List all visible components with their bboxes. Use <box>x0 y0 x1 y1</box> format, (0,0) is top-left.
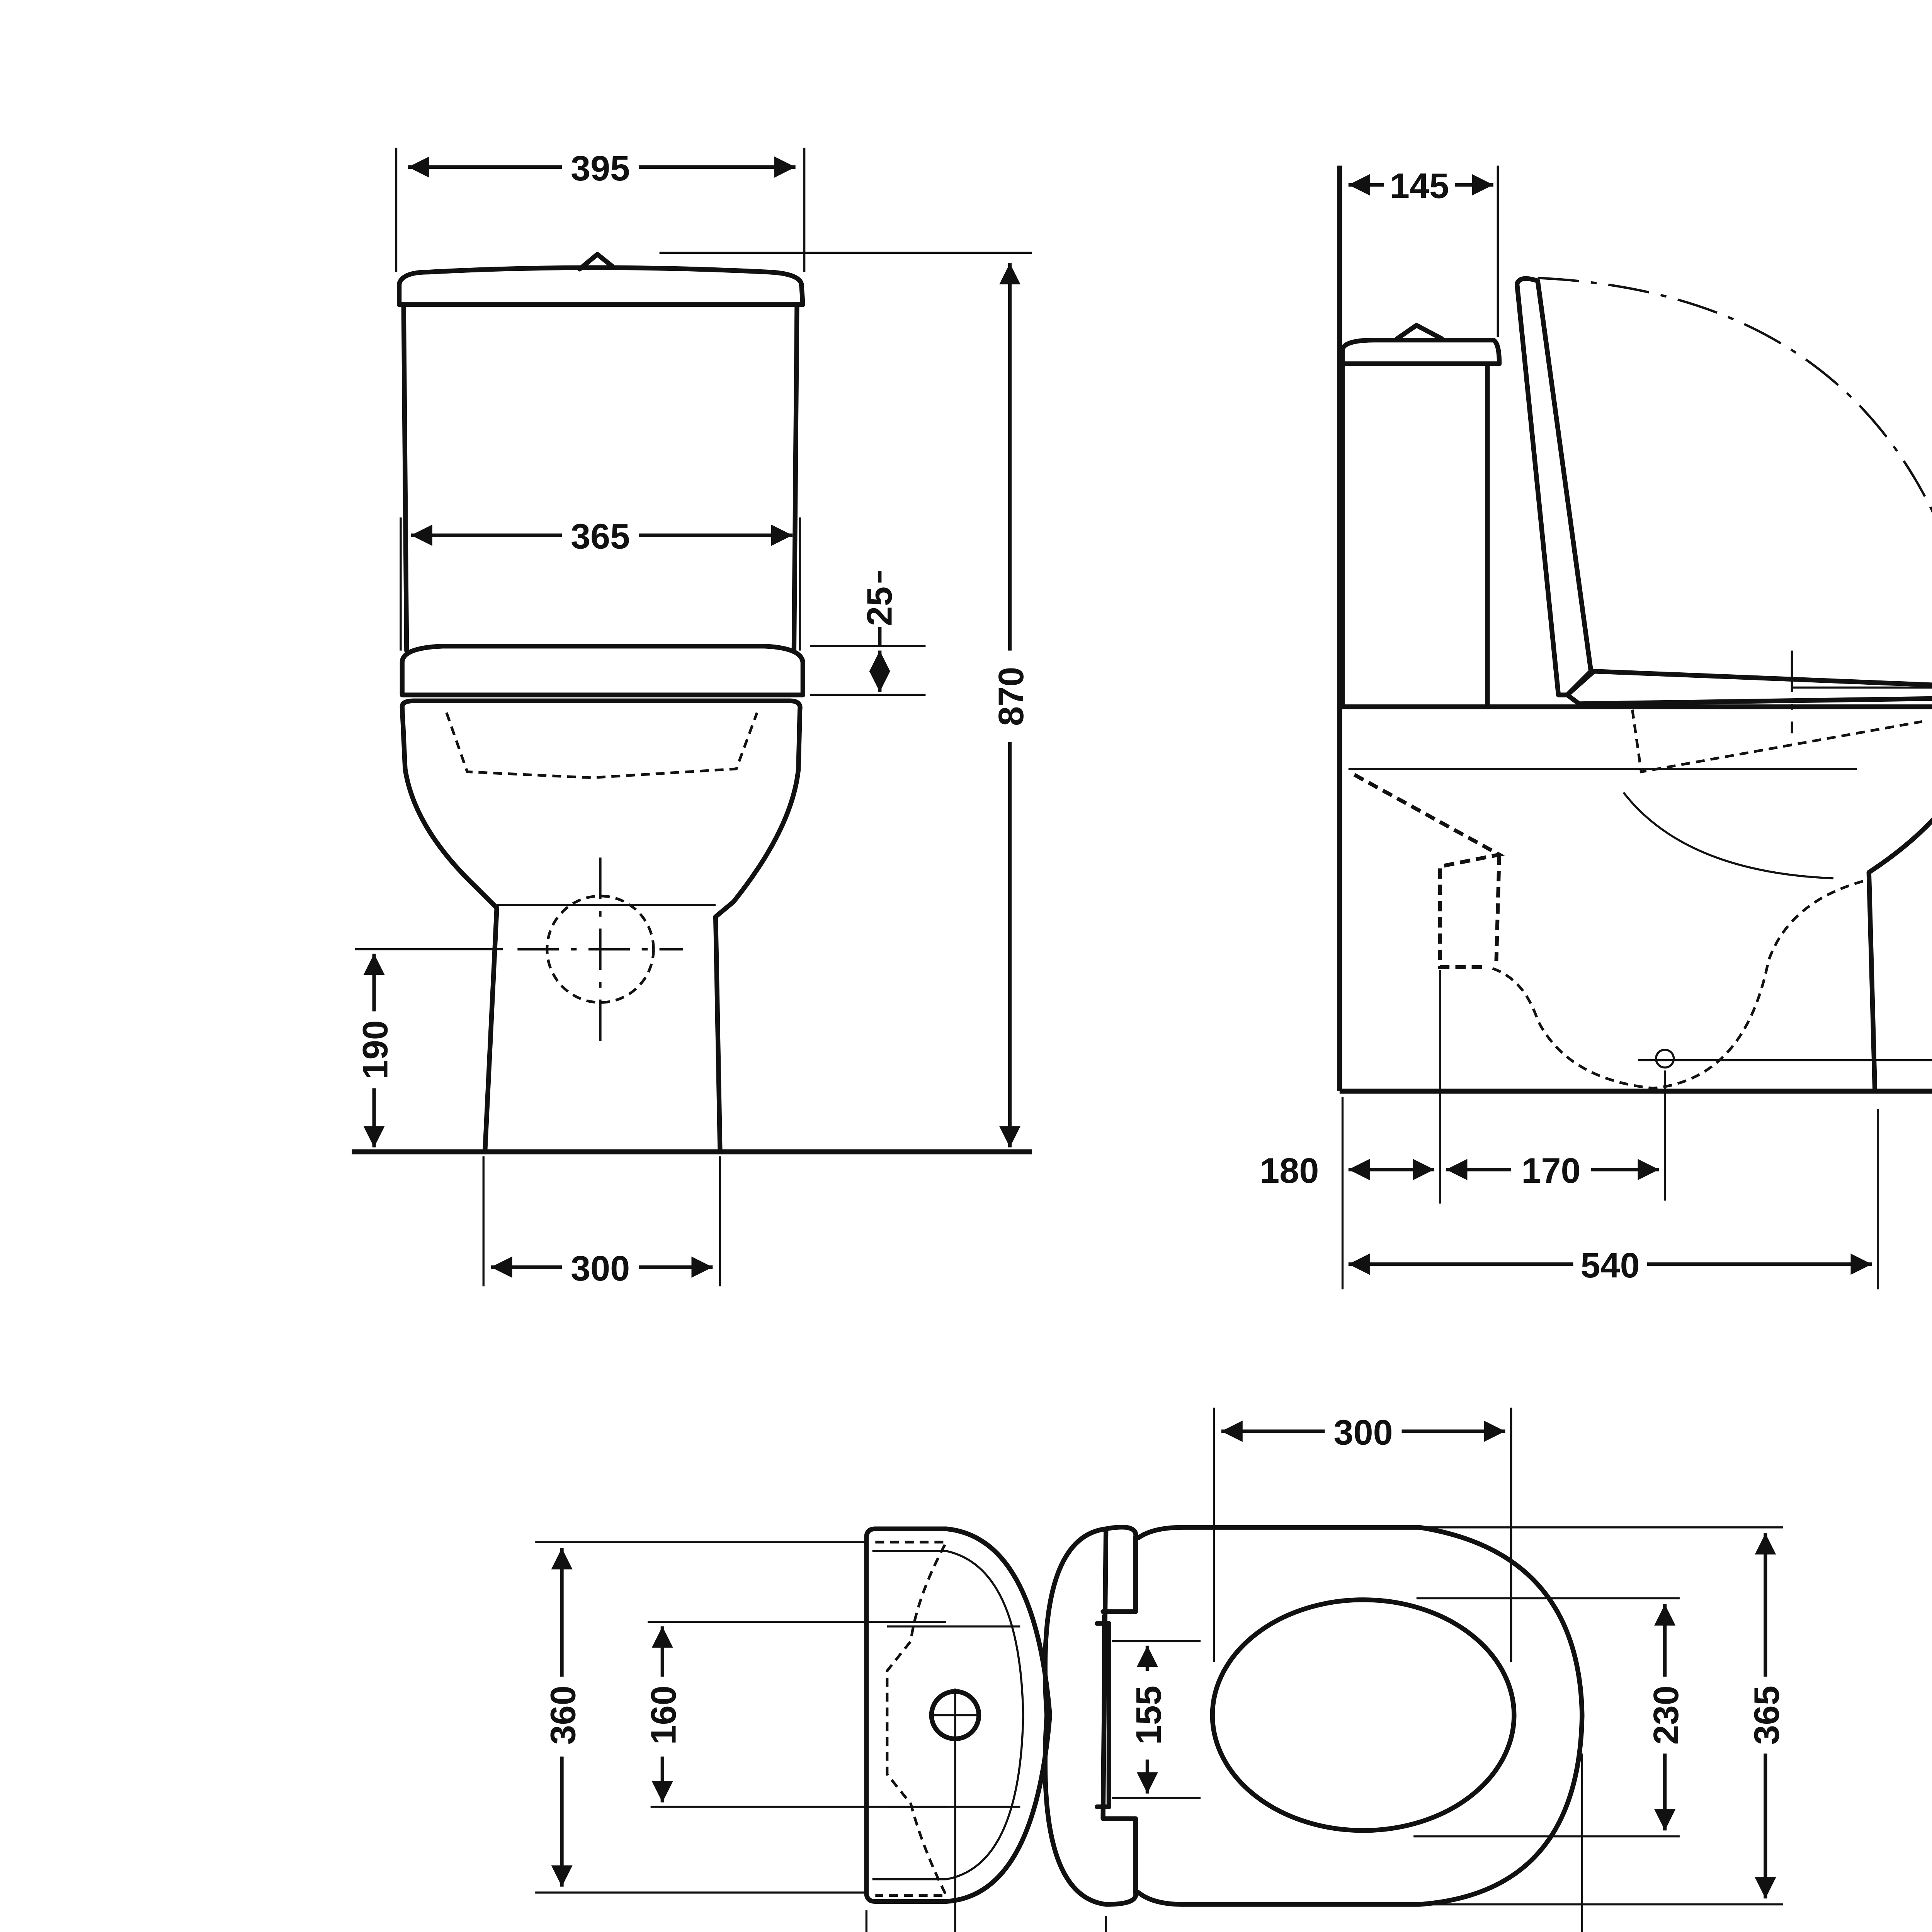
dim-plan-300: 300 <box>1333 1413 1393 1452</box>
seat-hinge-outline <box>1043 1525 1138 1907</box>
waste-pipe-hidden <box>1353 773 1505 969</box>
outlet-center-marker <box>1655 1049 1675 1069</box>
dim-front-870: 870 <box>992 667 1031 726</box>
tank-side-outline <box>1340 337 1502 709</box>
tank-hidden-outline <box>875 1541 949 1897</box>
side-elevation-view: 145 15 435 45 180 170 540 <box>1260 165 1932 1289</box>
dim-plan-160: 160 <box>644 1685 684 1745</box>
dim-front-395: 395 <box>571 149 630 188</box>
waste-centerline <box>517 857 683 1044</box>
dim-side-170: 170 <box>1521 1151 1580 1190</box>
bowl-outline <box>400 698 803 1154</box>
seat-opening <box>1210 1597 1517 1833</box>
dim-plan-360: 360 <box>544 1685 583 1745</box>
seat-outline <box>400 644 805 697</box>
bowl-trap-hidden <box>445 712 759 779</box>
dim-front-190: 190 <box>356 1020 395 1079</box>
flush-button <box>577 252 615 272</box>
tank-inner-outline <box>872 1550 1024 1881</box>
tank-lid-outline <box>397 265 805 307</box>
flush-button-side <box>1395 323 1444 341</box>
tank-body-outline <box>401 302 799 653</box>
dim-plan-230: 230 <box>1646 1685 1686 1745</box>
plan-view: 300 360 160 155 230 365 70 <box>535 1407 1786 1932</box>
bowl-inner-line <box>1348 768 1857 879</box>
trap-hidden <box>1487 709 1923 1090</box>
dim-plan-155: 155 <box>1129 1685 1168 1745</box>
lid-swing-arc <box>1537 277 1932 513</box>
bowl-side-outline <box>1337 704 1932 1091</box>
bowl-plan-outline <box>1136 1525 1585 1907</box>
dim-side-145: 145 <box>1390 167 1449 206</box>
dim-side-180: 180 <box>1260 1151 1319 1190</box>
tank-plan-outline <box>864 1526 1052 1904</box>
lid-raised-outline <box>1514 276 1594 697</box>
dim-plan-365: 365 <box>1747 1685 1786 1745</box>
dim-front-365: 365 <box>571 517 630 556</box>
dim-side-540: 540 <box>1580 1246 1639 1285</box>
dim-front-25: 25 <box>860 587 899 626</box>
dim-front-300: 300 <box>571 1249 630 1288</box>
front-elevation-view: 395 365 25 870 190 300 <box>352 148 1032 1288</box>
